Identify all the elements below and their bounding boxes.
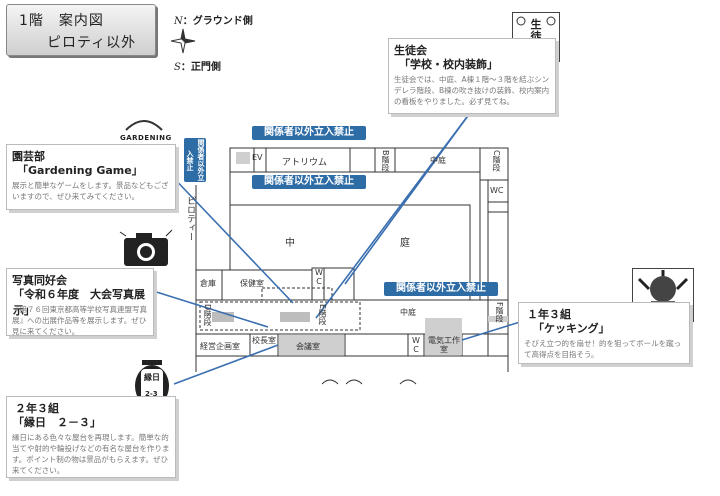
wc-label-top: WC <box>490 186 504 195</box>
c-stairs-label: C階段 <box>492 150 501 172</box>
page-title: 1階 案内図 ピロティ以外 <box>6 4 156 56</box>
compass-icon <box>170 28 196 54</box>
courtyard-big-label-2: 庭 <box>400 238 410 249</box>
camera-icon <box>118 226 176 270</box>
courtyard-small-top-label: 中庭 <box>430 156 446 165</box>
info-class-1-3: １年３組 「ケッキング」 そびえ立つ的を扇せ！的を狙ってボールを蹴って高得点を目… <box>518 302 690 364</box>
atrium-label: アトリウム <box>282 158 328 168</box>
restricted-banner-vertical: 関係者以外立入禁止 <box>184 138 206 182</box>
wc-label-bottom: WC <box>412 336 420 354</box>
north-legend: N：グラウンド側 <box>174 16 253 27</box>
storage-label: 倉庫 <box>200 279 216 288</box>
restricted-banner-middle: 関係者以外立入禁止 <box>252 175 366 189</box>
health-room-label: 保健室 <box>240 279 264 288</box>
title-line1: 1階 案内図 <box>19 13 104 29</box>
d-stairs-label: D階段 <box>203 304 212 327</box>
info-class-2-3: ２年３組 「縁日 ２－３」 縁日にある色々な屋台を再現します。簡単な的当てや射的… <box>6 396 176 478</box>
principal-room-label: 校長室 <box>252 336 276 345</box>
e-stairs-label: E階段 <box>318 304 327 326</box>
admin-office-label: 経営企画室 <box>200 342 240 351</box>
restricted-banner-bottom: 関係者以外立入禁止 <box>384 282 498 296</box>
courtyard-small-bottom-label: 中庭 <box>400 308 416 317</box>
ev-label: EV <box>252 153 263 162</box>
south-legend: S：正門側 <box>174 62 221 73</box>
info-gardening: 園芸部 「Gardening Game」 展示と簡単なゲームをします。景品なども… <box>6 144 176 210</box>
b-stairs-label: B階段 <box>381 150 390 172</box>
info-photo-club: 写真同好会 「令和６年度 大会写真展示」 『第７６回東京都高等学校写真連盟写真展… <box>6 268 154 336</box>
title-line2: ピロティ以外 <box>47 35 137 51</box>
wc-label-middle: WC <box>315 268 323 286</box>
restricted-banner-top: 関係者以外立入禁止 <box>252 126 366 140</box>
courtyard-big-label-1: 中 <box>285 238 295 249</box>
info-student-council: 生徒会 「学校・校内装飾」 生徒会では、中庭、A棟１階～３階を結ぶシンデレラ階段… <box>388 38 556 114</box>
conference-room-label: 会議室 <box>296 342 320 351</box>
electric-workshop-label: 電気工作室 <box>428 336 460 354</box>
piloti-label: ピロティー <box>185 196 195 241</box>
f-stairs-label: F階段 <box>495 302 504 323</box>
